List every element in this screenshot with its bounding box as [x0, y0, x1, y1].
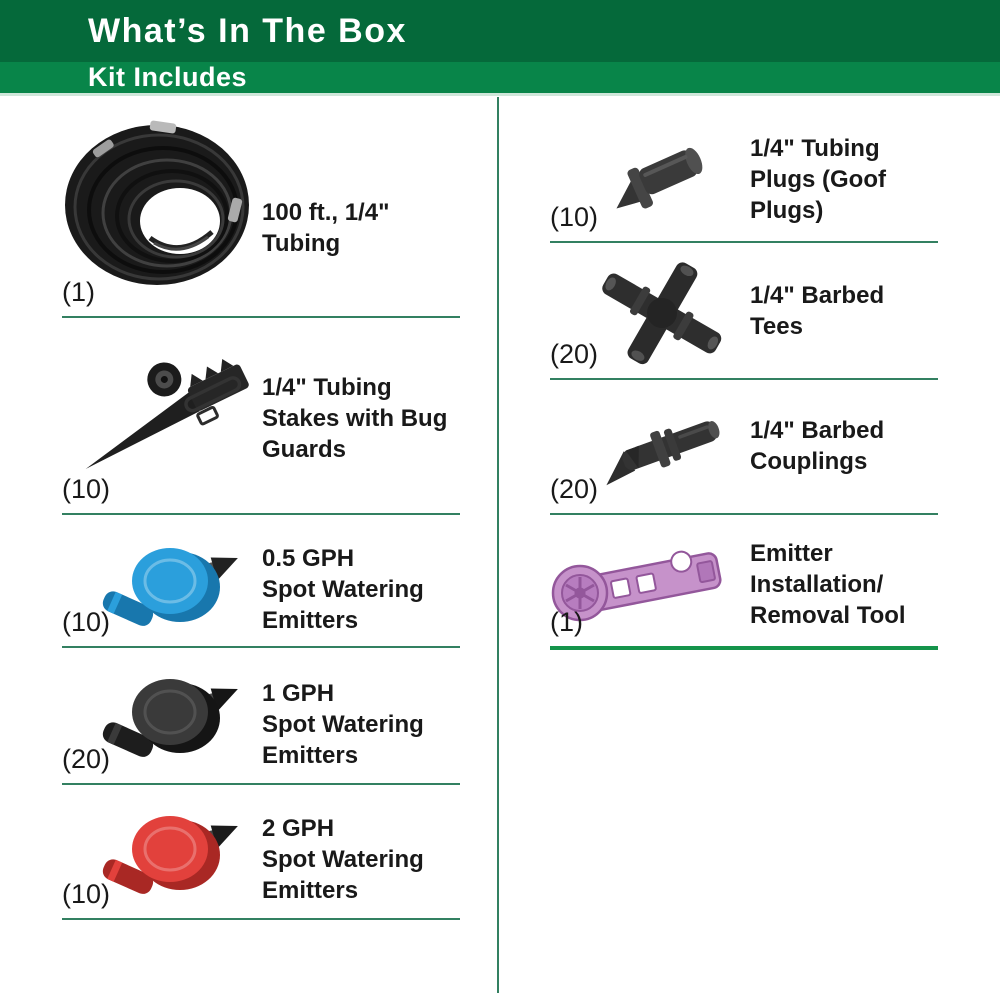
item-label: 100 ft., 1/4" Tubing: [262, 199, 390, 257]
item-label: Emitter Installation/ Removal Tool: [750, 540, 906, 629]
black-spot-watering-emitter-image: [102, 668, 247, 763]
kit-items-right-column: 1/4" Tubing Plugs (Goof Plugs) (10): [550, 0, 938, 1000]
item-quantity: (20): [62, 744, 111, 774]
barbed-tee-image: [595, 258, 730, 368]
item-quantity: (1): [62, 277, 95, 307]
item-label: 1/4" Tubing Stakes with Bug Guards: [262, 374, 448, 463]
item-label: 1/4" Barbed Tees: [750, 282, 885, 340]
item-quantity: (10): [62, 607, 111, 637]
item-label: 1 GPH Spot Watering Emitters: [262, 680, 424, 769]
goof-plug-image: [605, 128, 715, 223]
barbed-coupling-image: [595, 400, 730, 495]
kit-item-goof-plugs: 1/4" Tubing Plugs (Goof Plugs) (10): [550, 110, 938, 243]
column-divider-line: [497, 97, 499, 993]
emitter-installation-removal-tool-image: [550, 533, 730, 628]
header-bar: What’s In The Box: [0, 0, 1000, 62]
item-label: 1/4" Tubing Plugs (Goof Plugs): [750, 135, 886, 224]
item-quantity: (20): [550, 474, 599, 504]
page-title: What’s In The Box: [88, 11, 407, 50]
item-quantity: (10): [550, 202, 599, 232]
item-label: 1/4" Barbed Couplings: [750, 417, 885, 475]
item-label: 2 GPH Spot Watering Emitters: [262, 815, 424, 904]
kit-item-one-gph-emitters: 1 GPH Spot Watering Emitters (20): [62, 648, 460, 785]
item-quantity: (10): [62, 879, 111, 909]
kit-items-left-column: 100 ft., 1/4" Tubing (1): [62, 0, 460, 1000]
kit-includes-title: Kit Includes: [88, 62, 248, 92]
blue-spot-watering-emitter-image: [102, 537, 247, 632]
tubing-stake-with-bug-guard-image: [67, 343, 262, 478]
item-quantity: (1): [550, 607, 583, 637]
kit-item-barbed-couplings: 1/4" Barbed Couplings (20): [550, 380, 938, 515]
kit-item-two-gph-emitters: 2 GPH Spot Watering Emitters (10): [62, 785, 460, 920]
item-quantity: (10): [62, 474, 111, 504]
kit-item-emitter-tool: Emitter Installation/ Removal Tool (1): [550, 515, 938, 650]
red-spot-watering-emitter-image: [102, 805, 247, 900]
kit-includes-band: Kit Includes: [0, 62, 1000, 96]
kit-item-barbed-tees: 1/4" Barbed Tees (20): [550, 243, 938, 380]
kit-item-tubing: 100 ft., 1/4" Tubing (1): [62, 110, 460, 318]
item-quantity: (20): [550, 339, 599, 369]
tubing-coil-image: [62, 120, 262, 295]
kit-item-half-gph-emitters: 0.5 GPH Spot Watering Emitters (10): [62, 515, 460, 648]
kit-item-tubing-stakes: 1/4" Tubing Stakes with Bug Guards (10): [62, 318, 460, 515]
item-label: 0.5 GPH Spot Watering Emitters: [262, 545, 424, 634]
